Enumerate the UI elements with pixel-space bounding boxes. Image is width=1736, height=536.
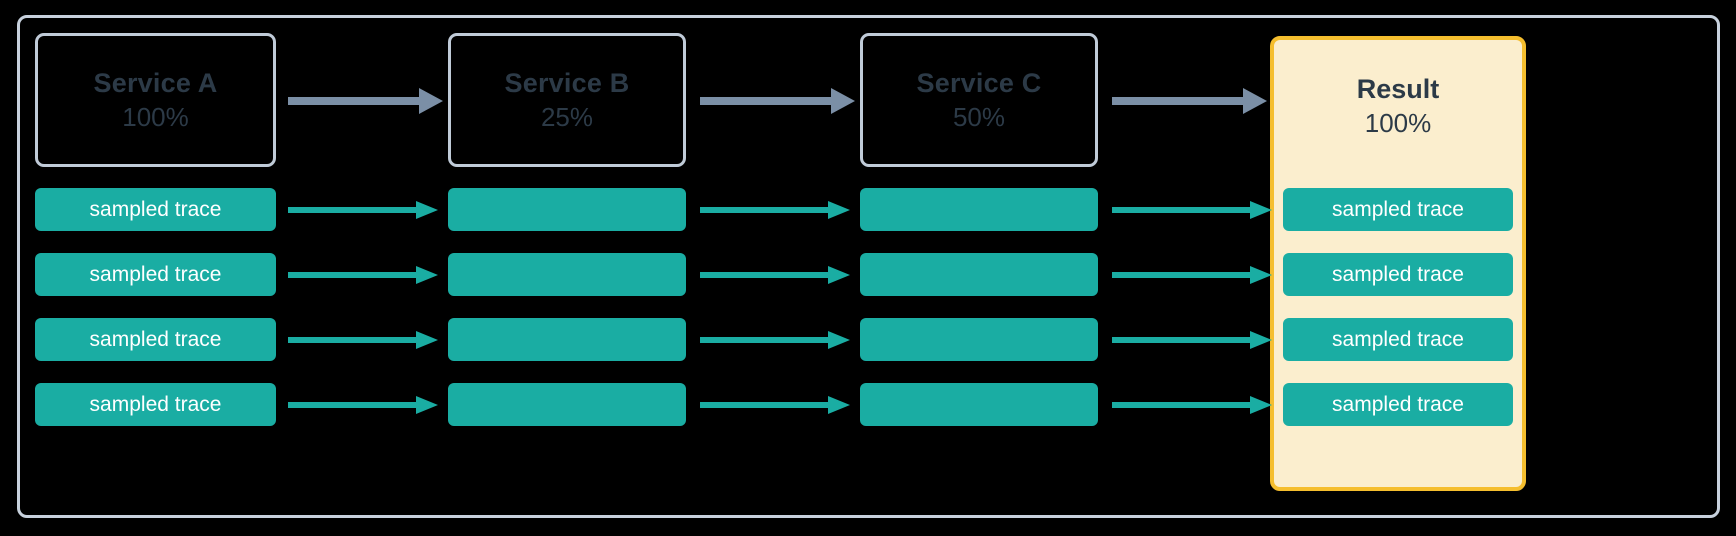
service-box-service-c[interactable]: Service C 50% [860,33,1098,167]
trace-bar-service-a-row-4[interactable]: sampled trace [35,383,276,426]
trace-arrow-c-to-result-row-3 [1112,330,1272,350]
service-a-name: Service A [93,68,218,99]
trace-arrow-b-to-c-row-3 [700,330,850,350]
service-b-percent: 25% [540,101,594,132]
trace-bar-service-c-row-2[interactable] [860,253,1098,296]
trace-bar-service-b-row-2[interactable] [448,253,686,296]
result-header: Result 100% [1274,40,1522,172]
trace-arrow-b-to-c-row-2 [700,265,850,285]
trace-arrow-b-to-c-row-4 [700,395,850,415]
trace-arrow-a-to-b-row-1 [288,200,438,220]
trace-bar-service-b-row-1[interactable] [448,188,686,231]
trace-arrow-a-to-b-row-2 [288,265,438,285]
trace-bar-service-a-row-2[interactable]: sampled trace [35,253,276,296]
trace-bar-service-a-row-3[interactable]: sampled trace [35,318,276,361]
trace-arrow-b-to-c-row-1 [700,200,850,220]
service-b-name: Service B [504,68,630,99]
trace-bar-service-c-row-4[interactable] [860,383,1098,426]
trace-bar-result-row-4[interactable]: sampled trace [1283,383,1513,426]
trace-bar-service-a-row-1[interactable]: sampled trace [35,188,276,231]
trace-bar-result-row-3[interactable]: sampled trace [1283,318,1513,361]
flow-arrow-a-to-b [288,88,443,114]
trace-arrow-c-to-result-row-4 [1112,395,1272,415]
trace-arrow-a-to-b-row-4 [288,395,438,415]
outer-frame [17,15,1720,518]
service-box-service-a[interactable]: Service A 100% [35,33,276,167]
trace-bar-service-b-row-3[interactable] [448,318,686,361]
trace-arrow-c-to-result-row-1 [1112,200,1272,220]
trace-bar-result-row-2[interactable]: sampled trace [1283,253,1513,296]
trace-arrow-c-to-result-row-2 [1112,265,1272,285]
trace-bar-result-row-1[interactable]: sampled trace [1283,188,1513,231]
flow-arrow-c-to-result [1112,88,1267,114]
trace-bar-service-c-row-1[interactable] [860,188,1098,231]
trace-bar-service-b-row-4[interactable] [448,383,686,426]
service-box-service-b[interactable]: Service B 25% [448,33,686,167]
service-c-percent: 50% [952,101,1006,132]
service-c-name: Service C [916,68,1042,99]
service-a-percent: 100% [122,101,189,132]
trace-bar-service-c-row-3[interactable] [860,318,1098,361]
trace-arrow-a-to-b-row-3 [288,330,438,350]
result-percent: 100% [1364,107,1432,138]
flow-arrow-b-to-c [700,88,855,114]
result-title: Result [1356,74,1440,105]
